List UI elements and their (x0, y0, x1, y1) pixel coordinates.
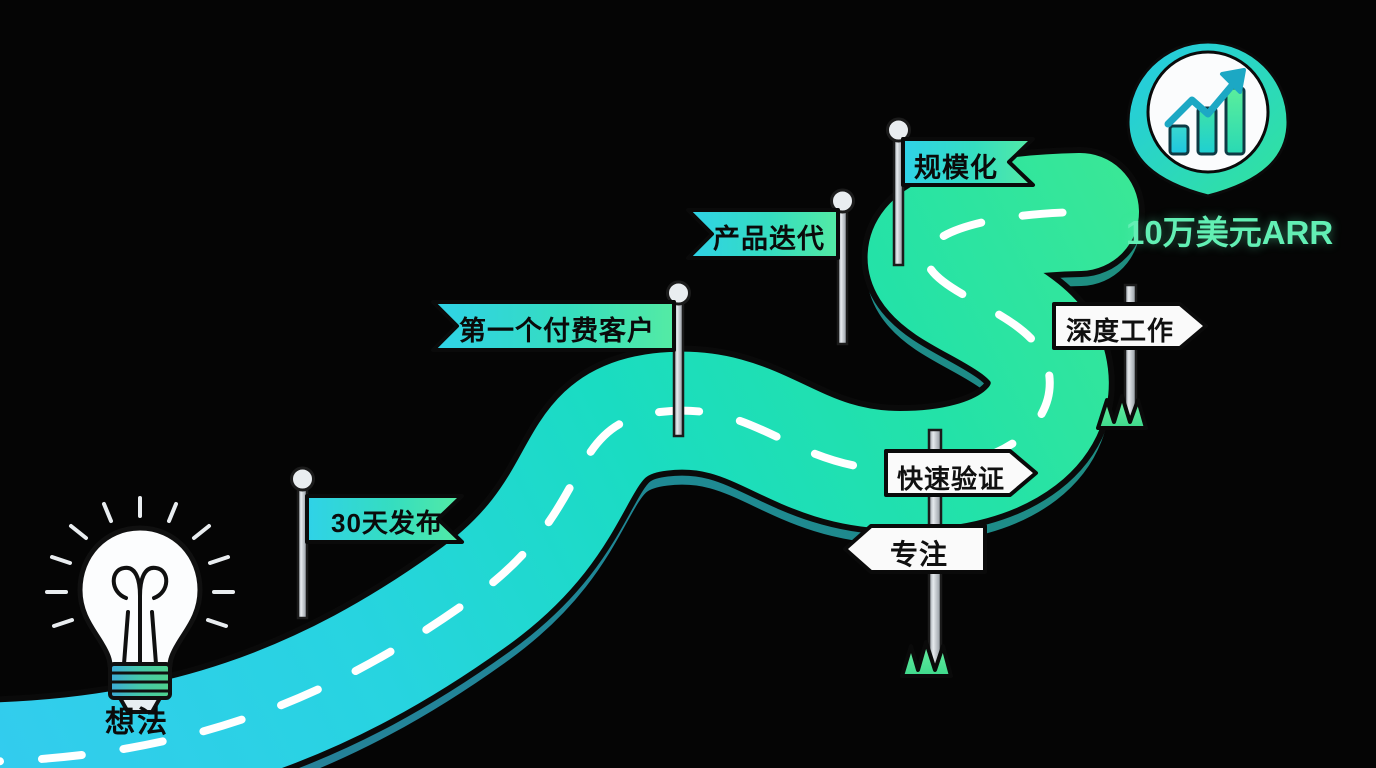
sign-plate (884, 449, 1038, 497)
grass-tuft (900, 640, 953, 678)
sign-focus[interactable] (843, 524, 987, 574)
sign-plate (1052, 302, 1208, 350)
flag-product-iteration[interactable] (686, 188, 855, 346)
lightbulb-filament (111, 565, 169, 666)
grass-tuft (1096, 394, 1148, 430)
flag-banner (431, 300, 676, 352)
flag-pole-knob (886, 117, 911, 143)
flag-pole-knob (830, 188, 855, 214)
flag-banner (686, 208, 840, 260)
flag-scale[interactable] (886, 117, 1035, 267)
flag-banner (305, 494, 464, 544)
lightbulb-socket (108, 662, 172, 714)
trend-arrow-icon (1164, 72, 1244, 128)
road-group (0, 147, 1145, 768)
sign-plate (843, 524, 987, 574)
flag-30-day-launch[interactable] (290, 466, 464, 620)
sign-rapid-validation[interactable] (884, 449, 1038, 497)
flag-pole-knob (666, 280, 691, 306)
flag-pole-knob (290, 466, 315, 492)
flag-first-paying-customer[interactable] (431, 280, 691, 438)
sign-deep-work[interactable] (1052, 283, 1208, 430)
growth-chart-bars-icon (1164, 68, 1246, 156)
flag-banner (901, 137, 1035, 187)
lightbulb-rays (45, 496, 235, 628)
goal-marker[interactable] (1126, 40, 1290, 198)
idea-start-group (45, 496, 235, 714)
road-center-dashes (0, 208, 1084, 766)
